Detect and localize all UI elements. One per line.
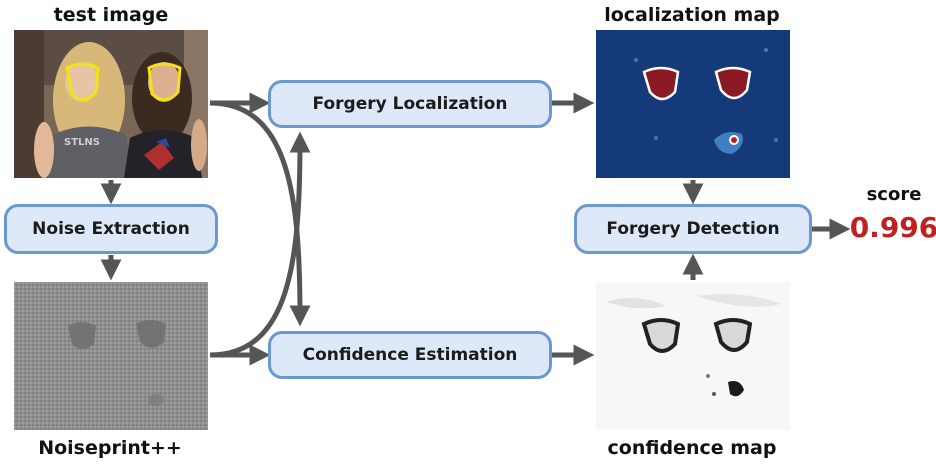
localization-map-label: localization map <box>604 4 780 26</box>
noiseprint-label: Noiseprint++ <box>38 437 182 459</box>
localization-map-image <box>596 30 790 178</box>
svg-text:STLNS: STLNS <box>64 137 100 148</box>
arrow-image-to-confidence <box>209 100 311 327</box>
noiseprint-image <box>14 282 208 430</box>
confidence-map-image <box>596 282 790 430</box>
noiseprint-drawing <box>14 282 208 430</box>
confidence-map-drawing <box>596 282 790 430</box>
test-image: STLNS <box>14 30 208 178</box>
noise-extraction-box: Noise Extraction <box>4 204 218 254</box>
test-image-drawing: STLNS <box>14 30 208 178</box>
forgery-localization-box: Forgery Localization <box>268 80 552 128</box>
score-value: 0.996 <box>849 211 936 244</box>
arrow-noiseprint-to-localization <box>209 131 311 358</box>
forgery-detection-box: Forgery Detection <box>574 204 812 254</box>
confidence-map-label: confidence map <box>607 437 777 459</box>
score-label: score <box>866 184 922 205</box>
confidence-estimation-box: Confidence Estimation <box>268 331 552 379</box>
localization-map-drawing <box>596 30 790 178</box>
test-image-label: test image <box>53 4 169 26</box>
